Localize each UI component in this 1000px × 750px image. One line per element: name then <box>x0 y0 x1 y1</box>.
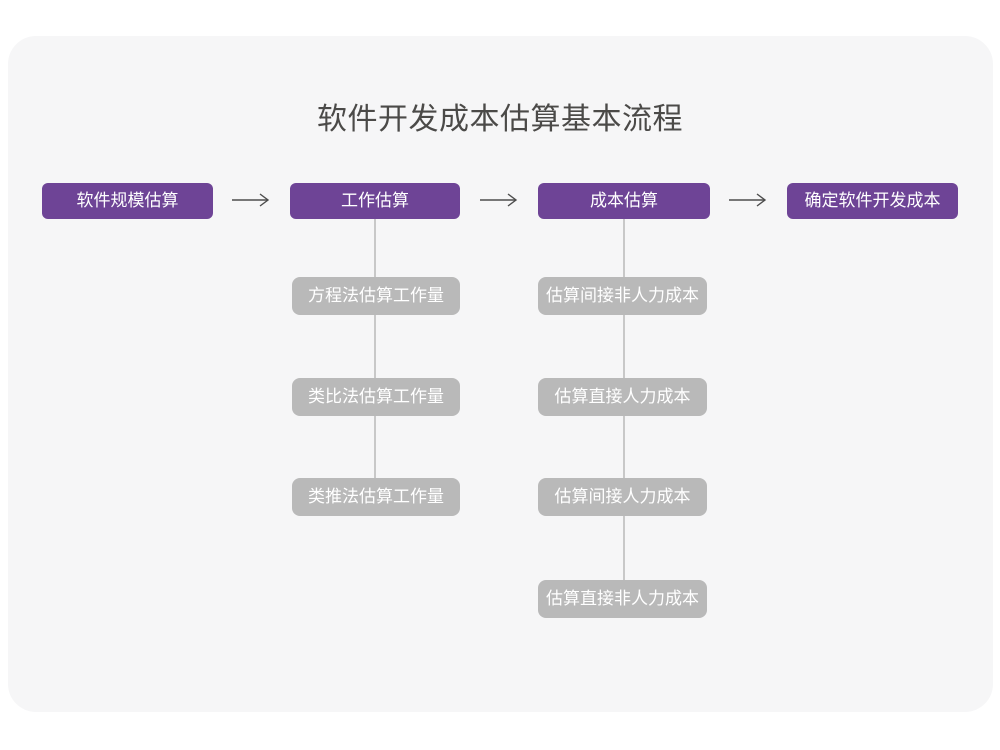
arrow-right-icon <box>729 193 767 207</box>
step-box-software-scale-estimation: 软件规模估算 <box>42 183 213 219</box>
step-box-effort-estimation: 工作估算 <box>290 183 460 219</box>
connector-line <box>374 218 376 482</box>
diagram-title: 软件开发成本估算基本流程 <box>317 103 683 136</box>
sub-step-box: 估算间接非人力成本 <box>538 277 707 315</box>
arrow-right-icon <box>232 193 270 207</box>
arrow-right-icon <box>480 193 518 207</box>
step-box-determine-development-cost: 确定软件开发成本 <box>787 183 958 219</box>
sub-step-box: 类比法估算工作量 <box>292 378 460 416</box>
sub-step-box: 估算直接非人力成本 <box>538 580 707 618</box>
sub-step-box: 估算直接人力成本 <box>538 378 707 416</box>
sub-step-box: 估算间接人力成本 <box>538 478 707 516</box>
step-box-cost-estimation: 成本估算 <box>538 183 710 219</box>
sub-step-box: 类推法估算工作量 <box>292 478 460 516</box>
sub-step-box: 方程法估算工作量 <box>292 277 460 315</box>
canvas-card <box>8 36 993 712</box>
